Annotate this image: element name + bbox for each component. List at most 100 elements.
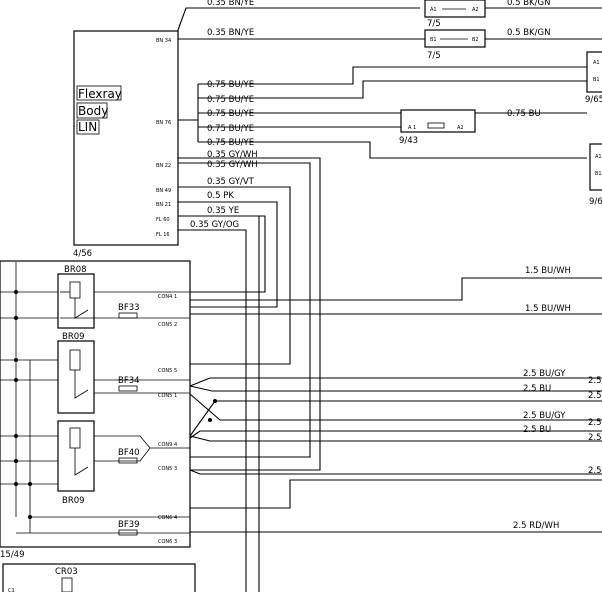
module-label-flexray: Flexray (78, 87, 122, 101)
fuse-label-bf40: BF40 (118, 448, 140, 458)
relay-br09-b-switch (74, 448, 89, 476)
module-label-lin: LIN (78, 120, 97, 134)
relay-label-br08: BR08 (64, 265, 87, 275)
module-pin-fl16: FL 16 (156, 232, 170, 238)
wire-label-gy-vt: 0.35 GY/VT (207, 177, 255, 187)
module-pin-bn34: BN 34 (156, 38, 171, 44)
pin-a1-top: A1 (430, 7, 437, 13)
wire-label-bu-gy-2: 2.5 BU/GY (523, 411, 566, 421)
wire-label-cut-2: 2.5 (588, 391, 602, 401)
wire-label-rd-wh: 2.5 RD/WH (513, 521, 559, 531)
relay-br09-b (57, 420, 95, 492)
wire-label-bu-ye-4: 0.75 BU/YE (207, 124, 254, 134)
module-label-body: Body (78, 104, 108, 118)
relay-pin-con9-4: CON9 4 (158, 442, 177, 448)
junction-7 (14, 482, 18, 486)
connector-ref-943: 9/43 (399, 136, 418, 146)
module-ref: 4/56 (73, 249, 92, 259)
junction-3 (14, 358, 18, 362)
wire-bu-ye-2 (198, 80, 587, 99)
wire-label-cut-1: 2.5 (588, 376, 602, 386)
relay-box-cr03 (2, 563, 196, 592)
wire-label-bu-ye-5: 0.75 BU/YE (207, 138, 254, 148)
module-pin-bn49: BN 49 (156, 188, 171, 194)
junction-fan-1 (213, 399, 217, 403)
junction-9 (28, 515, 32, 519)
wire-label-top-bn-ye: 0.35 BN/YE (207, 0, 254, 8)
junction-1 (14, 290, 18, 294)
fuse-label-bf39: BF39 (118, 520, 140, 530)
relay-label-br09-b: BR09 (62, 496, 85, 506)
wire-label-top-bk-gn: 0.5 BK/GN (507, 0, 550, 8)
fuse-label-bf33: BF33 (118, 303, 140, 313)
label-box-lin (76, 119, 100, 135)
pin-a1-96: A1 (595, 154, 602, 160)
connector-ref-965: 9/65 (585, 95, 602, 105)
wire-bu-ye-5 (198, 141, 587, 159)
junction-6 (14, 459, 18, 463)
relay-label-br09-a: BR09 (62, 332, 85, 342)
control-module (73, 30, 179, 246)
wire-bu-wh-1 (190, 277, 602, 301)
connector-ref-75-top: 7/5 (427, 19, 441, 29)
wire-label-bu-ye-1: 0.75 BU/YE (207, 80, 254, 90)
label-box-body (76, 102, 108, 119)
wire-label-gy-og: 0.35 GY/OG (190, 220, 239, 230)
relay-pin-con6-4: CON6 4 (158, 515, 177, 521)
fuse-bf40-cross (94, 435, 151, 449)
relay-pin-con5-2: CON5 2 (158, 322, 177, 328)
relay-pin-con5-5: CON5 5 (158, 368, 177, 374)
wire-label-bk-gn: 0.5 BK/GN (507, 28, 550, 38)
wire-label-ye: 0.35 YE (207, 206, 239, 216)
pin-b2: B2 (472, 37, 479, 43)
wire-gy-vt (178, 186, 291, 365)
wire-fan-2 (189, 435, 602, 442)
module-pin-bn76: BN 76 (156, 120, 171, 126)
relay-br09-a-switch (74, 370, 89, 399)
relay-pin-con4-1: CON4 1 (158, 294, 177, 300)
wire-label-bu-25-1: 2.5 BU (523, 384, 551, 394)
wire-pk (178, 201, 278, 308)
junction-fan-2 (208, 418, 212, 422)
wire-bu-gy-1 (189, 377, 602, 387)
junction-8 (28, 482, 32, 486)
pin-a1-965: A1 (593, 60, 600, 66)
pin-b1-965: B1 (593, 77, 600, 83)
module-pin-bn21: BN 21 (156, 202, 171, 208)
wire-bu-25-2 (189, 430, 602, 439)
wire-label-gy-wh-b: 0.35 GY/WH (207, 160, 258, 170)
wire-label-cut-3: 2.5 (588, 418, 602, 428)
pin-b1-96: B1 (595, 171, 602, 177)
label-box-flexray (76, 85, 122, 101)
pin-a1-943: A 1 (408, 125, 416, 131)
wire-bu-ye-1 (198, 66, 587, 85)
connector-9-6 (589, 143, 602, 191)
relay-cr03-pin: C1 (8, 588, 15, 592)
connector-9-65 (586, 51, 602, 93)
relay-br08 (57, 273, 95, 329)
connector-ref-96: 9/6 (589, 197, 602, 207)
wire-label-bu-wh-1: 1.5 BU/WH (525, 266, 571, 276)
relay-br09-a (57, 340, 95, 414)
connector-9-43-resistor (427, 122, 445, 129)
fuse-label-bf34: BF34 (118, 376, 140, 386)
pin-a2-top: A2 (472, 7, 479, 13)
wire-label-bu: 0.75 BU (507, 109, 541, 119)
fuse-bf40 (118, 457, 138, 464)
junction-2 (14, 316, 18, 320)
wire-label-gy-wh-a: 0.35 GY/WH (207, 150, 258, 160)
relay-pin-con5-3: CON5 3 (158, 466, 177, 472)
fuse-bf40-line (94, 447, 190, 462)
wire-label-cut-4: 2.5 (588, 433, 602, 443)
fuse-bf34 (118, 385, 138, 392)
pin-b1: B1 (430, 37, 437, 43)
relay-label-cr03: CR03 (55, 567, 78, 577)
connector-9-43 (400, 109, 476, 133)
relay-box (0, 260, 191, 548)
module-pin-bn22: BN 22 (156, 163, 171, 169)
junction-4 (14, 378, 18, 382)
connector-ref-75: 7/5 (427, 51, 441, 61)
wire-bu-gy-2 (189, 393, 602, 421)
